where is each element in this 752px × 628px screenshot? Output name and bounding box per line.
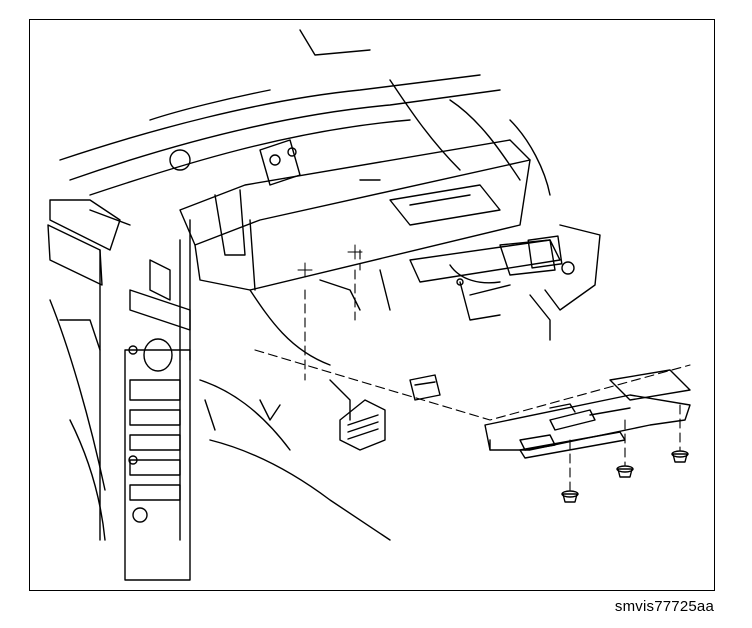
brake-pedal [329, 379, 386, 451]
guide-crosshairs [297, 244, 363, 278]
instrument-panel-carrier [89, 139, 531, 291]
figure-caption: smvis77725aa [614, 598, 714, 615]
nut-icon [561, 490, 579, 503]
lower-dash-structure [199, 269, 391, 541]
knee-bolster-reinforcement [484, 369, 691, 459]
assembly-guide-lines [254, 249, 691, 491]
accelerator-pedal [409, 374, 441, 401]
nut-icon [671, 450, 689, 463]
fastener-nuts [561, 450, 689, 503]
steering-column [409, 224, 601, 341]
upper-dash-outline [59, 29, 551, 196]
a-pillar-structure [47, 199, 191, 581]
steering-column-knee-bolster-illustration [47, 29, 691, 581]
nut-icon [616, 465, 634, 478]
diagram-frame [29, 19, 715, 591]
